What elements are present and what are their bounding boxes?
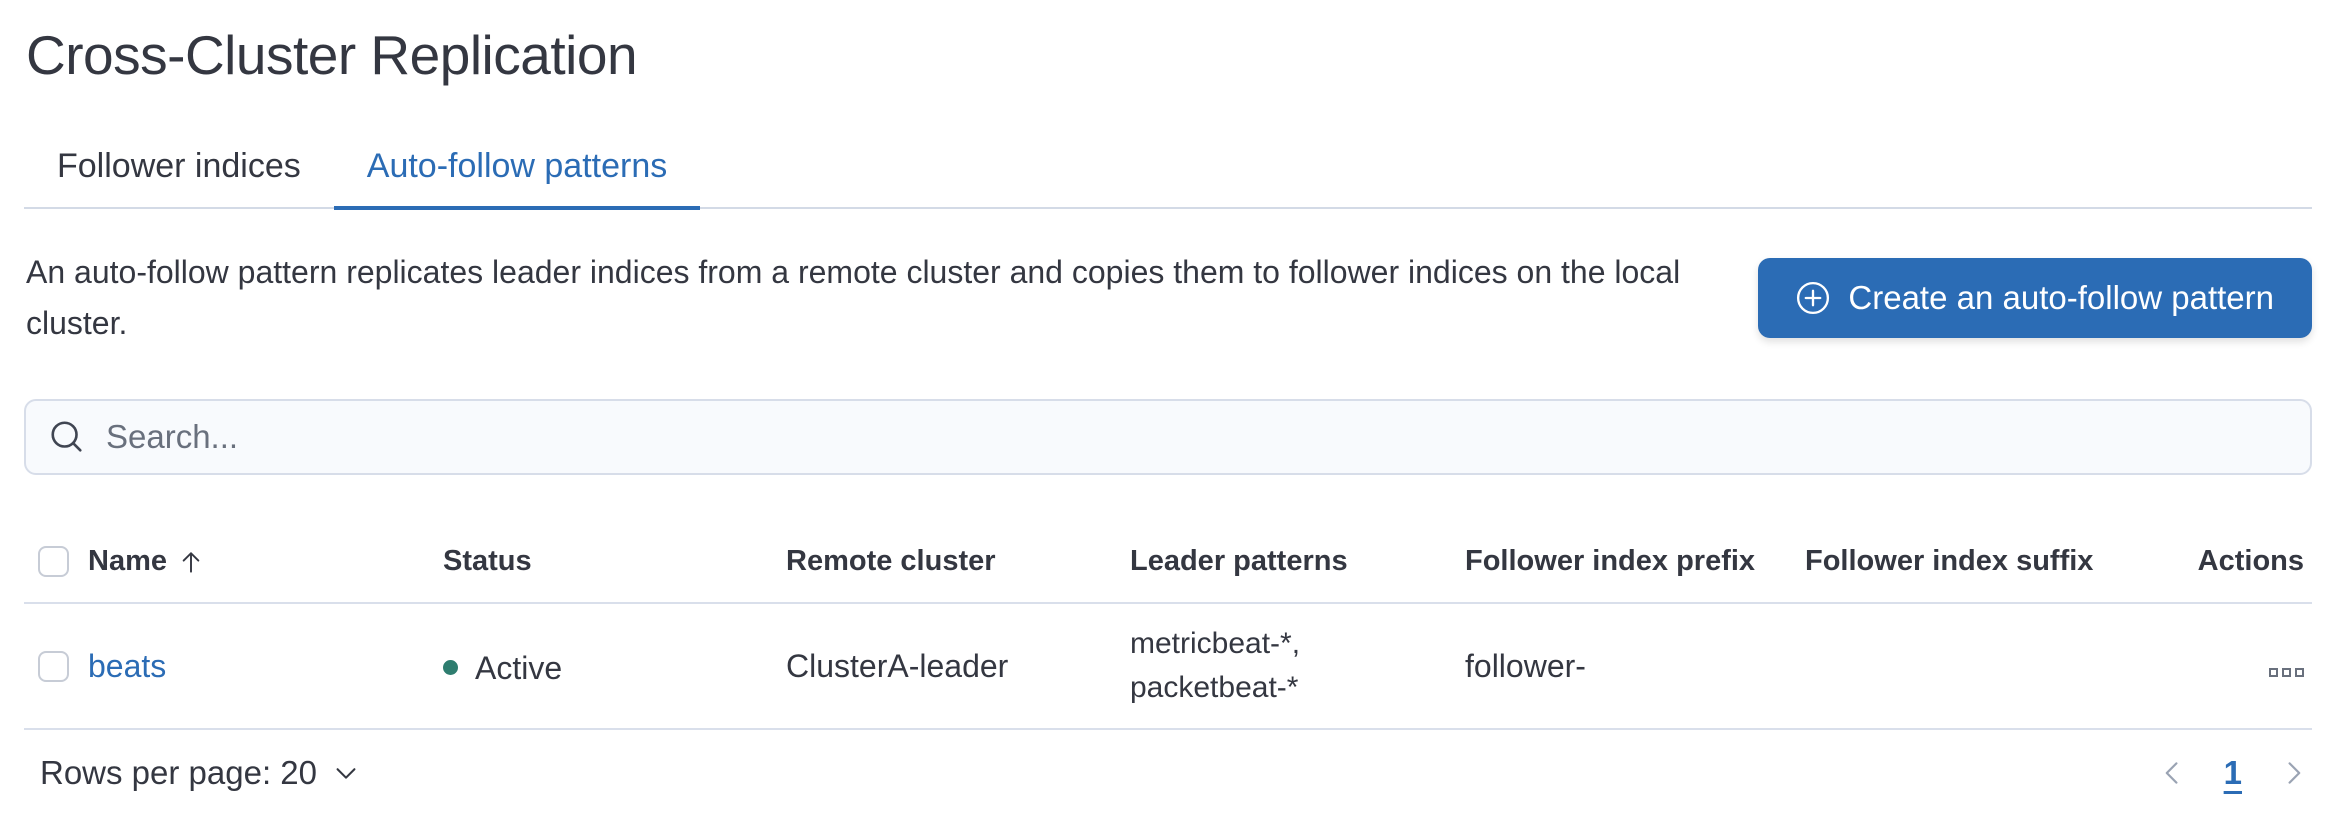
- page-title: Cross-Cluster Replication: [26, 24, 638, 86]
- column-header-leader-patterns: Leader patterns: [1130, 521, 1465, 604]
- pattern-name-link[interactable]: beats: [88, 648, 167, 684]
- column-header-follower-index-suffix: Follower index suffix: [1805, 521, 2144, 604]
- description-text: An auto-follow pattern replicates leader…: [26, 254, 1681, 341]
- sort-ascending-arrow-icon: [177, 548, 205, 576]
- remote-cluster-cell: ClusterA-leader: [786, 603, 1130, 730]
- table-row-beats: beats Active ClusterA-leader metricbeat-…: [24, 603, 2312, 730]
- plus-in-circle-icon: [1796, 281, 1830, 315]
- rows-per-page-label: Rows per page: 20: [40, 754, 318, 791]
- create-auto-follow-pattern-button[interactable]: Create an auto-follow pattern: [1758, 258, 2312, 338]
- previous-page-button[interactable]: [2156, 757, 2188, 789]
- row-actions-button[interactable]: [2269, 668, 2304, 677]
- tab-follower-indices[interactable]: Follower indices: [57, 147, 301, 185]
- column-header-follower-index-prefix: Follower index prefix: [1465, 521, 1805, 604]
- column-header-name-label: Name: [88, 545, 167, 577]
- tab-auto-follow-patterns[interactable]: Auto-follow patterns: [333, 146, 701, 210]
- chevron-right-icon: [2278, 757, 2310, 789]
- column-header-name[interactable]: Name: [88, 521, 443, 604]
- select-all-checkbox[interactable]: [38, 546, 69, 577]
- table-footer: Rows per page: 20 1: [24, 754, 2312, 792]
- column-header-remote-cluster: Remote cluster: [786, 521, 1130, 604]
- search-icon: [48, 418, 86, 456]
- chevron-down-icon: [331, 758, 361, 788]
- cross-cluster-replication-page: Cross-Cluster Replication Follower indic…: [0, 26, 2336, 826]
- next-page-button[interactable]: [2278, 757, 2310, 789]
- pagination: 1: [2156, 754, 2312, 792]
- chevron-left-icon: [2156, 757, 2188, 789]
- select-row-checkbox[interactable]: [38, 650, 69, 682]
- create-button-label: Create an auto-follow pattern: [1848, 279, 2274, 316]
- tab-bar: Follower indices Auto-follow patterns: [24, 146, 2312, 210]
- column-header-actions: Actions: [2144, 521, 2312, 604]
- auto-follow-patterns-table: Name Status Remote cluster Leader patter…: [24, 521, 2312, 730]
- page-number-1[interactable]: 1: [2223, 754, 2242, 791]
- boxes-horizontal-icon: [2269, 668, 2278, 677]
- table-header-row: Name Status Remote cluster Leader patter…: [24, 521, 2312, 604]
- active-status-dot-icon: [443, 660, 458, 676]
- search-input[interactable]: [104, 417, 2300, 457]
- leader-patterns-cell: metricbeat-*, packetbeat-*: [1130, 603, 1465, 730]
- follower-index-suffix-cell: [1805, 603, 2144, 730]
- search-box: [24, 399, 2312, 475]
- status-badge: Active: [475, 649, 563, 686]
- column-header-status: Status: [443, 521, 786, 604]
- rows-per-page-button[interactable]: Rows per page: 20: [24, 754, 361, 792]
- follower-index-prefix-cell: follower-: [1465, 603, 1805, 730]
- intro-row: An auto-follow pattern replicates leader…: [24, 247, 2312, 349]
